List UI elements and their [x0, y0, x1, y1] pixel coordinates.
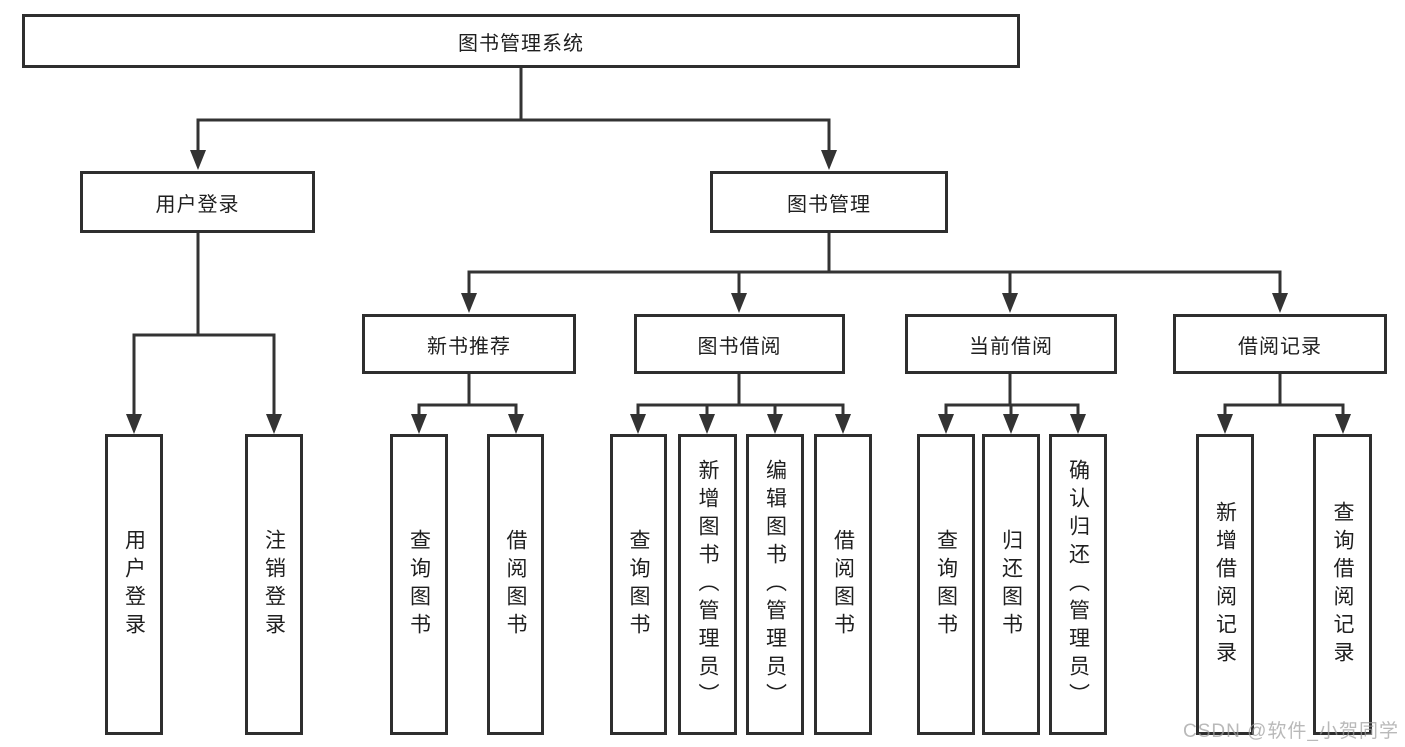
leaf-query-borrow-record: 查询借阅记录 — [1313, 434, 1372, 735]
node-user-login: 用户登录 — [80, 171, 315, 233]
watermark: CSDN @软件_小贺同学 — [1183, 721, 1399, 742]
leaf-add-books-admin: 新增图书（管理员） — [678, 434, 737, 735]
node-borrowing-records: 借阅记录 — [1173, 314, 1387, 374]
leaf-add-borrow-record-label: 新增借阅记录 — [1213, 500, 1237, 669]
leaf-query-books-current-label: 查询图书 — [934, 528, 958, 641]
leaf-borrow-books-borrowing: 借阅图书 — [814, 434, 872, 735]
leaf-logout-label: 注销登录 — [262, 528, 286, 641]
leaf-return-books-label: 归还图书 — [999, 528, 1023, 641]
leaf-add-books-admin-label: 新增图书（管理员） — [696, 458, 719, 711]
leaf-query-borrow-record-label: 查询借阅记录 — [1331, 500, 1354, 669]
leaf-edit-books-admin: 编辑图书（管理员） — [746, 434, 804, 735]
leaf-user-login: 用户登录 — [105, 434, 163, 735]
leaf-logout: 注销登录 — [245, 434, 303, 735]
leaf-borrow-books-borrowing-label: 借阅图书 — [831, 528, 855, 641]
node-book-borrowing: 图书借阅 — [634, 314, 845, 374]
leaf-user-login-label: 用户登录 — [122, 528, 146, 641]
node-new-book-recommendation: 新书推荐 — [362, 314, 576, 374]
leaf-return-books: 归还图书 — [982, 434, 1040, 735]
leaf-query-books-borrowing-label: 查询图书 — [627, 528, 650, 641]
leaf-query-books-recommend-label: 查询图书 — [407, 528, 431, 641]
leaf-query-books-current: 查询图书 — [917, 434, 975, 735]
leaf-confirm-return-admin: 确认归还（管理员） — [1049, 434, 1107, 735]
leaf-add-borrow-record: 新增借阅记录 — [1196, 434, 1254, 735]
leaf-confirm-return-admin-label: 确认归还（管理员） — [1066, 458, 1090, 711]
leaf-borrow-books-recommend-label: 借阅图书 — [504, 528, 527, 641]
node-library-management-system: 图书管理系统 — [22, 14, 1020, 68]
leaf-borrow-books-recommend: 借阅图书 — [487, 434, 544, 735]
node-current-borrowing: 当前借阅 — [905, 314, 1117, 374]
leaf-edit-books-admin-label: 编辑图书（管理员） — [763, 458, 787, 711]
node-book-management: 图书管理 — [710, 171, 948, 233]
leaf-query-books-recommend: 查询图书 — [390, 434, 448, 735]
leaf-query-books-borrowing: 查询图书 — [610, 434, 667, 735]
